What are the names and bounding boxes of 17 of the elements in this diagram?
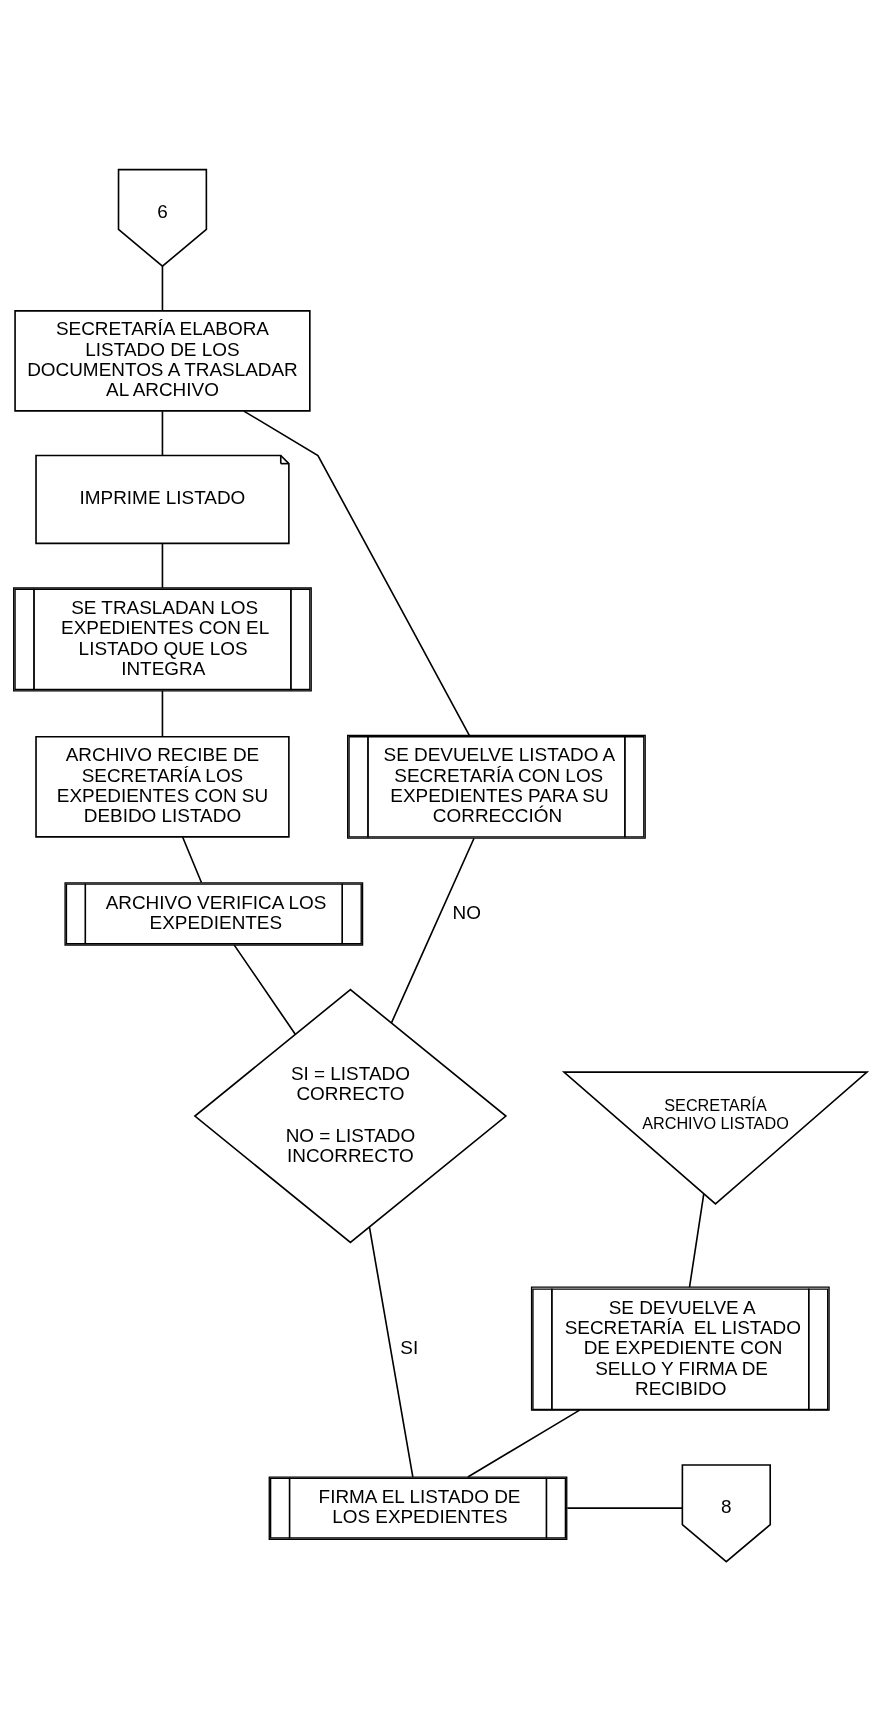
connector xyxy=(161,542,164,589)
connector xyxy=(566,1506,683,1509)
connector xyxy=(181,835,203,883)
connector xyxy=(467,1408,581,1478)
node-diamond: SI = LISTADO CORRECTO NO = LISTADO INCORRECTO xyxy=(193,988,508,1244)
connector xyxy=(243,409,471,736)
connector xyxy=(161,264,164,312)
node-box: SECRETARÍA ELABORA LISTADO DE LOS DOCUMENTOS A TRASLADAR AL ARCHIVO xyxy=(14,309,311,412)
edge-label: NO xyxy=(452,901,481,923)
node-box: ARCHIVO RECIBE DE SECRETARÍA LOS EXPEDIENTES CON SU DEBIDO LISTADO xyxy=(35,735,290,838)
connector xyxy=(161,689,164,737)
connector xyxy=(688,1192,705,1288)
connector xyxy=(368,1226,414,1478)
connector xyxy=(161,410,164,456)
edge-label: SI xyxy=(400,1336,419,1358)
connector xyxy=(390,837,475,1024)
connector xyxy=(233,943,297,1035)
